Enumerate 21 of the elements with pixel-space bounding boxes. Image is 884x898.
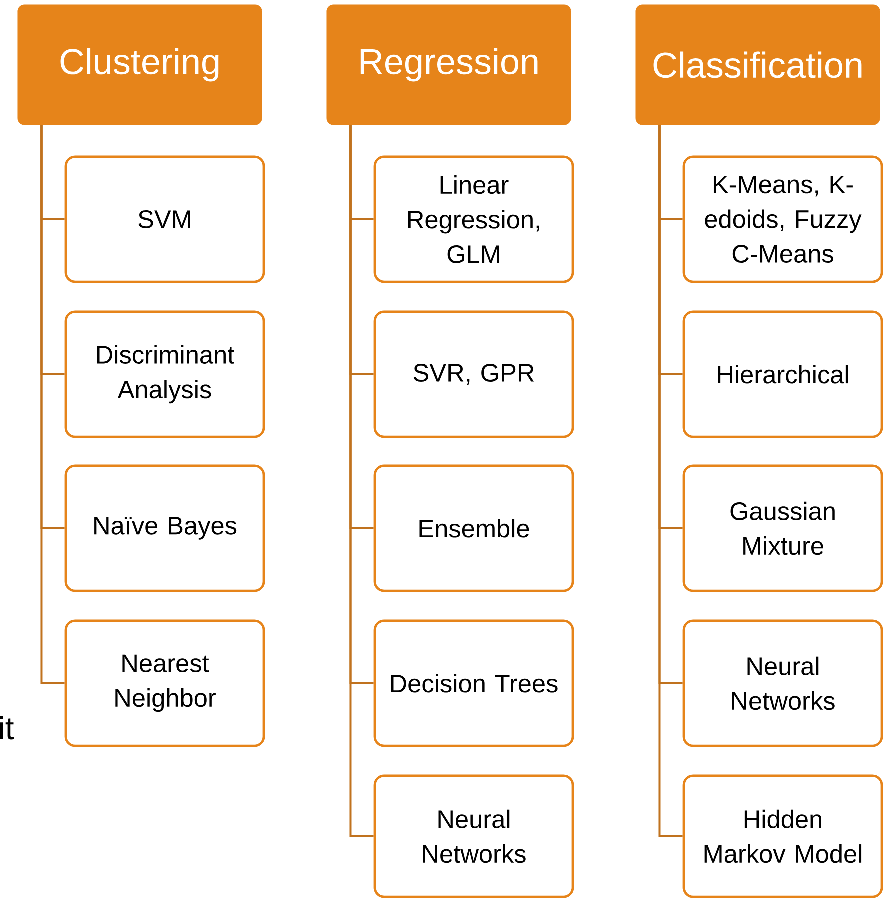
connector-line [40, 125, 65, 684]
text-fragment: it [0, 716, 14, 740]
method-box: Neural Networks [682, 620, 884, 748]
category-box: Clustering [18, 4, 262, 126]
category-box: Regression [326, 4, 572, 126]
method-box: Gaussian Mixture [682, 464, 884, 592]
method-box: K-Means, K-edoids, Fuzzy C-Means [682, 156, 884, 284]
method-box: SVR, GPR [374, 310, 574, 438]
method-box: Decision Trees [374, 620, 574, 748]
method-box: SVM [64, 156, 266, 284]
connector-line [658, 125, 683, 838]
connector-line [350, 125, 374, 838]
method-box: Linear Regression, GLM [374, 156, 574, 284]
method-box: Naïve Bayes [64, 464, 266, 592]
method-box: Nearest Neighbor [64, 620, 266, 748]
method-box: Hierarchical [682, 310, 884, 438]
method-box: Hidden Markov Model [682, 774, 884, 898]
category-box: Classification [636, 4, 880, 126]
method-box: Ensemble [374, 464, 574, 592]
method-box: Neural Networks [374, 774, 574, 898]
method-box: Discriminant Analysis [64, 310, 266, 438]
